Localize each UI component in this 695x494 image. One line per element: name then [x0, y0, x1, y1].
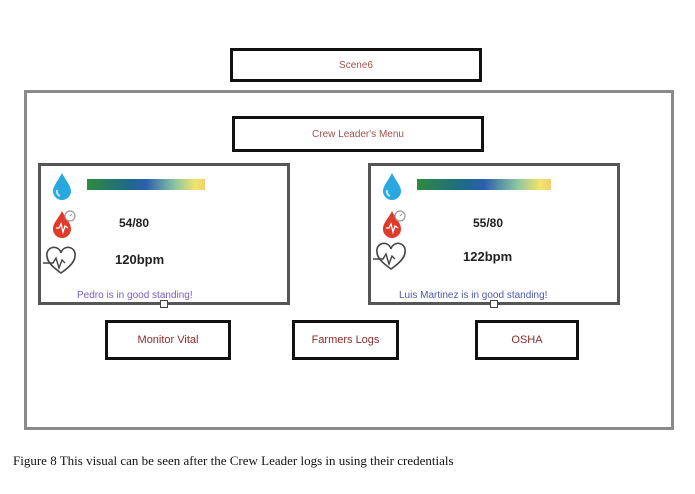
blood-pressure-value: 55/80: [473, 216, 504, 230]
blood-pressure-value: 54/80: [119, 216, 150, 230]
osha-button[interactable]: OSHA: [475, 320, 579, 360]
worker-card-pedro[interactable]: 54/80 120bpm Pedro is in good standing!: [38, 163, 290, 308]
heart-rate-value: 122bpm: [463, 249, 513, 264]
app-frame: [24, 90, 674, 430]
resize-handle[interactable]: [490, 300, 498, 308]
water-drop-icon: [383, 173, 401, 200]
blood-pressure-icon: [383, 210, 406, 238]
heart-rate-value: 120bpm: [115, 252, 165, 267]
menu-title: Crew Leader's Menu: [312, 128, 404, 140]
hydration-level-bar: [417, 179, 551, 190]
resize-handle[interactable]: [160, 300, 168, 308]
status-message: Pedro is in good standing!: [77, 290, 193, 301]
water-drop-icon: [53, 173, 71, 200]
monitor-vital-button[interactable]: Monitor Vital: [105, 320, 231, 360]
blood-pressure-icon: [53, 210, 76, 238]
scene-title-box: Scene6: [230, 48, 482, 82]
worker-card-luis-martinez[interactable]: 55/80 122bpm Luis Martinez is in good st…: [368, 163, 620, 308]
scene-title: Scene6: [339, 59, 373, 71]
figure-caption: Figure 8 This visual can be seen after t…: [13, 453, 454, 468]
menu-title-box: Crew Leader's Menu: [232, 116, 484, 152]
hydration-level-bar: [87, 179, 205, 190]
heart-rate-icon: [373, 242, 406, 270]
status-message: Luis Martinez is in good standing!: [399, 290, 548, 301]
farmers-logs-button[interactable]: Farmers Logs: [292, 320, 399, 360]
heart-rate-icon: [43, 246, 76, 274]
